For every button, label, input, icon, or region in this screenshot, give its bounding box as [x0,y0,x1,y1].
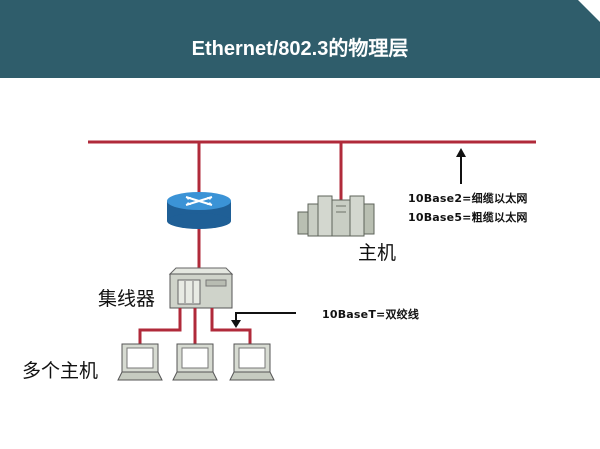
workstation-icon [172,343,218,381]
twisted-pair-arrow [231,312,296,328]
host-label: 主机 [358,242,397,264]
title-bar: Ethernet/802.3的物理层 [0,0,600,78]
workstation-icon [117,343,163,381]
hub-device-icon [168,267,234,309]
host-server-icon [297,195,375,237]
hub-label: 集线器 [98,288,156,310]
thin-coax-label: 10Base2=细缆以太网 [408,192,528,205]
hosts-label: 多个主机 [22,360,99,382]
twisted-pair-label: 10BaseT=双绞线 [322,308,420,321]
workstation-icon [229,343,275,381]
thick-coax-label: 10Base5=粗缆以太网 [408,211,528,224]
coax-arrow [456,148,466,184]
router-icon [167,192,231,229]
slide-title: Ethernet/802.3的物理层 [191,38,409,60]
twisted-pair-cables [138,308,252,344]
